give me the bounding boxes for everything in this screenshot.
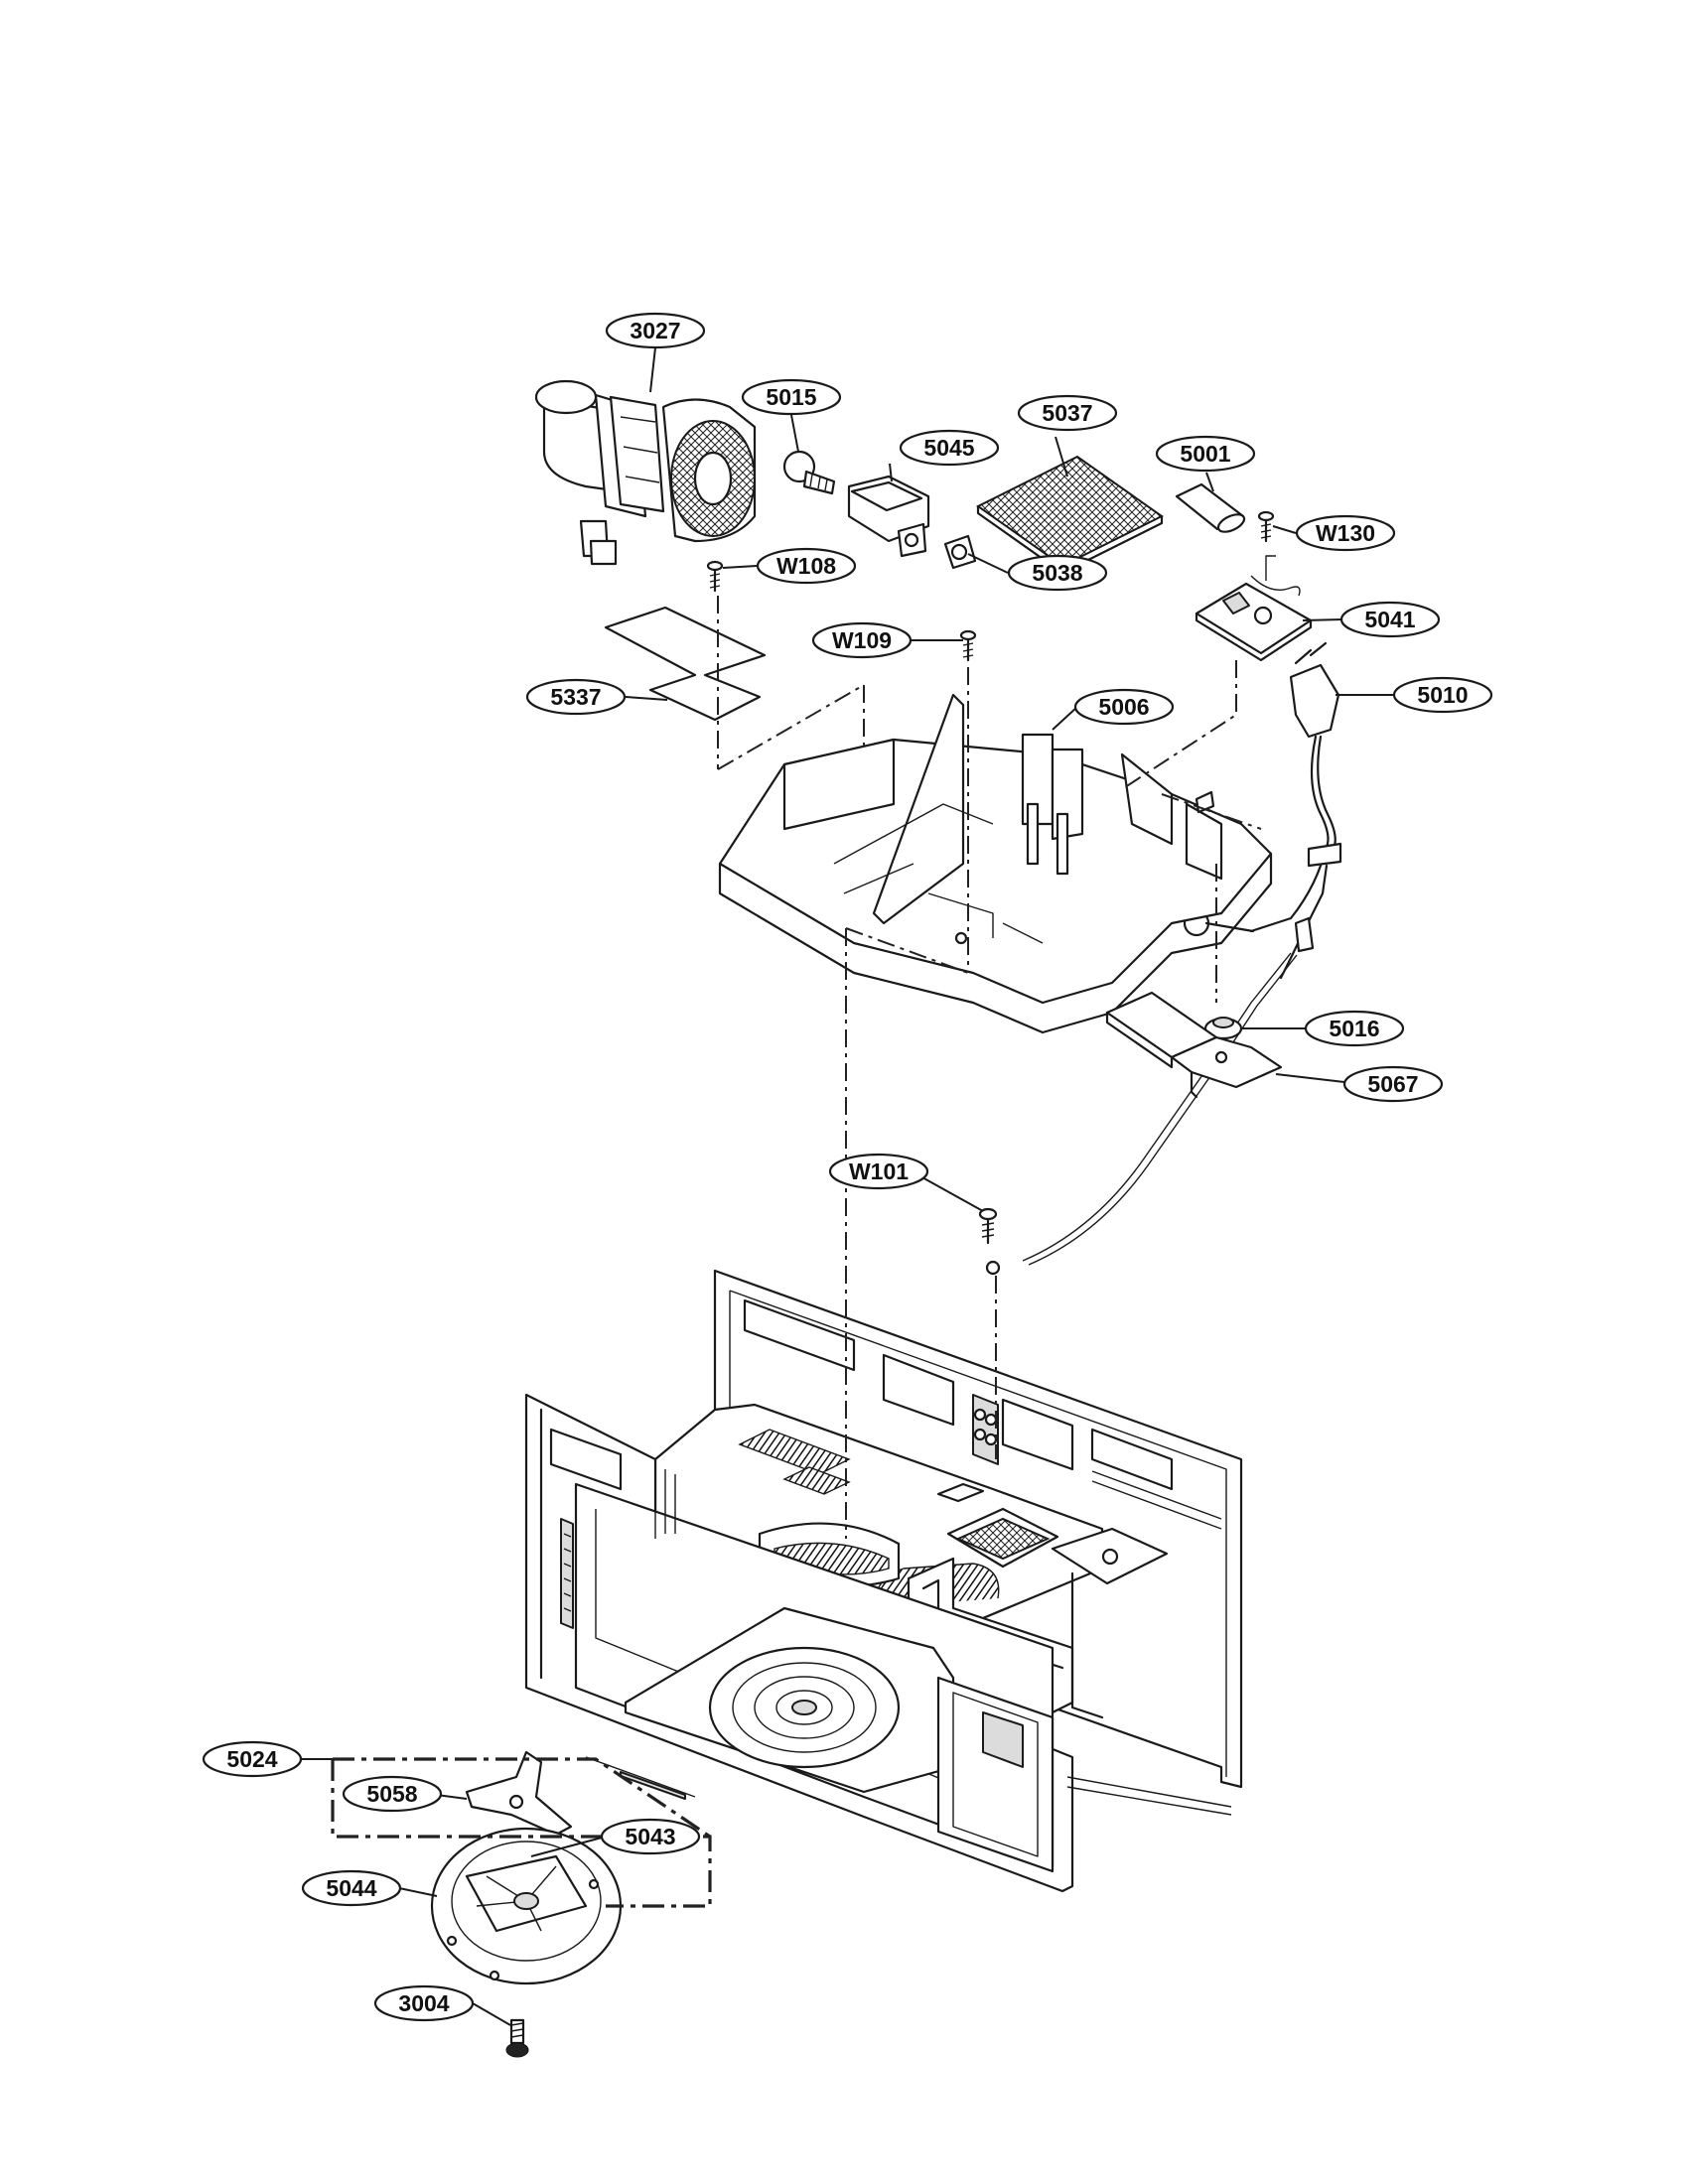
callout-5067-text: 5067 (1367, 1071, 1418, 1097)
thermal-fuse-part (1203, 1017, 1243, 1040)
callout-5044-text: 5044 (326, 1875, 376, 1901)
turntable-motor-part (430, 1827, 623, 1985)
callout-5038-text: 5038 (1032, 560, 1082, 586)
callout-w109-text: W109 (832, 627, 892, 653)
callout-5337-text: 5337 (550, 684, 601, 710)
callout-5045-text: 5045 (923, 435, 974, 461)
callout-5337: 5337 (525, 678, 627, 716)
callout-w130: W130 (1295, 514, 1396, 552)
callout-w108: W108 (756, 547, 857, 585)
callout-5015: 5015 (741, 378, 842, 416)
callout-5015-text: 5015 (766, 384, 816, 410)
callout-5006-text: 5006 (1098, 694, 1149, 720)
callout-5067: 5067 (1342, 1065, 1444, 1103)
callout-w130-text: W130 (1316, 520, 1375, 546)
insulation-sheet-part (604, 606, 767, 722)
screw-w101-part (978, 1207, 1001, 1276)
callout-5038: 5038 (1007, 554, 1108, 592)
callout-5041: 5041 (1339, 601, 1441, 638)
assembly-center-lines (717, 596, 1262, 1539)
callout-5016: 5016 (1304, 1010, 1405, 1047)
callout-5006: 5006 (1073, 688, 1175, 726)
callout-leaders (300, 346, 1395, 2026)
callout-5045: 5045 (899, 429, 1000, 467)
air-guide-base-part (718, 693, 1273, 1034)
callout-w109: W109 (811, 621, 913, 659)
tube-part (1175, 482, 1246, 533)
callout-3027-text: 3027 (630, 318, 680, 343)
callout-5041-text: 5041 (1364, 607, 1415, 632)
bolt-foot-part (505, 2018, 529, 2058)
bracket-part (1105, 991, 1283, 1099)
callout-5001: 5001 (1155, 435, 1256, 473)
callout-5043: 5043 (600, 1818, 701, 1855)
motor-assembly-boundary (331, 1757, 712, 1908)
oven-cavity-part (524, 1269, 1243, 1893)
callout-5037-text: 5037 (1042, 400, 1092, 426)
callout-5010-text: 5010 (1417, 682, 1468, 708)
callout-5010: 5010 (1392, 676, 1493, 714)
lamp-bulb-part (782, 450, 836, 495)
thermostat-part (943, 534, 977, 570)
callout-w108-text: W108 (776, 553, 836, 579)
callout-5037: 5037 (1017, 394, 1118, 432)
control-board-part (1195, 555, 1313, 662)
callout-3004-text: 3004 (398, 1990, 449, 2016)
callout-3027: 3027 (605, 312, 706, 349)
power-cord-part (1022, 641, 1342, 1266)
callout-5058: 5058 (342, 1775, 443, 1813)
callout-5024-text: 5024 (226, 1746, 277, 1772)
callout-w101: W101 (828, 1153, 929, 1190)
screw-w130-part (1257, 510, 1275, 543)
blower-motor-part (534, 379, 757, 566)
callout-5024: 5024 (202, 1740, 303, 1778)
callout-5043-text: 5043 (625, 1824, 675, 1849)
stirrer-blade-part (465, 1750, 573, 1837)
callout-5044: 5044 (301, 1869, 402, 1907)
lamp-socket-part (847, 475, 930, 558)
callout-5058-text: 5058 (366, 1781, 417, 1807)
callout-3004: 3004 (373, 1984, 475, 2022)
screw-w108-part (706, 560, 724, 593)
callout-5001-text: 5001 (1180, 441, 1230, 467)
callout-5016-text: 5016 (1329, 1016, 1379, 1041)
callout-w101-text: W101 (849, 1159, 909, 1184)
screw-w109-part (959, 629, 977, 662)
